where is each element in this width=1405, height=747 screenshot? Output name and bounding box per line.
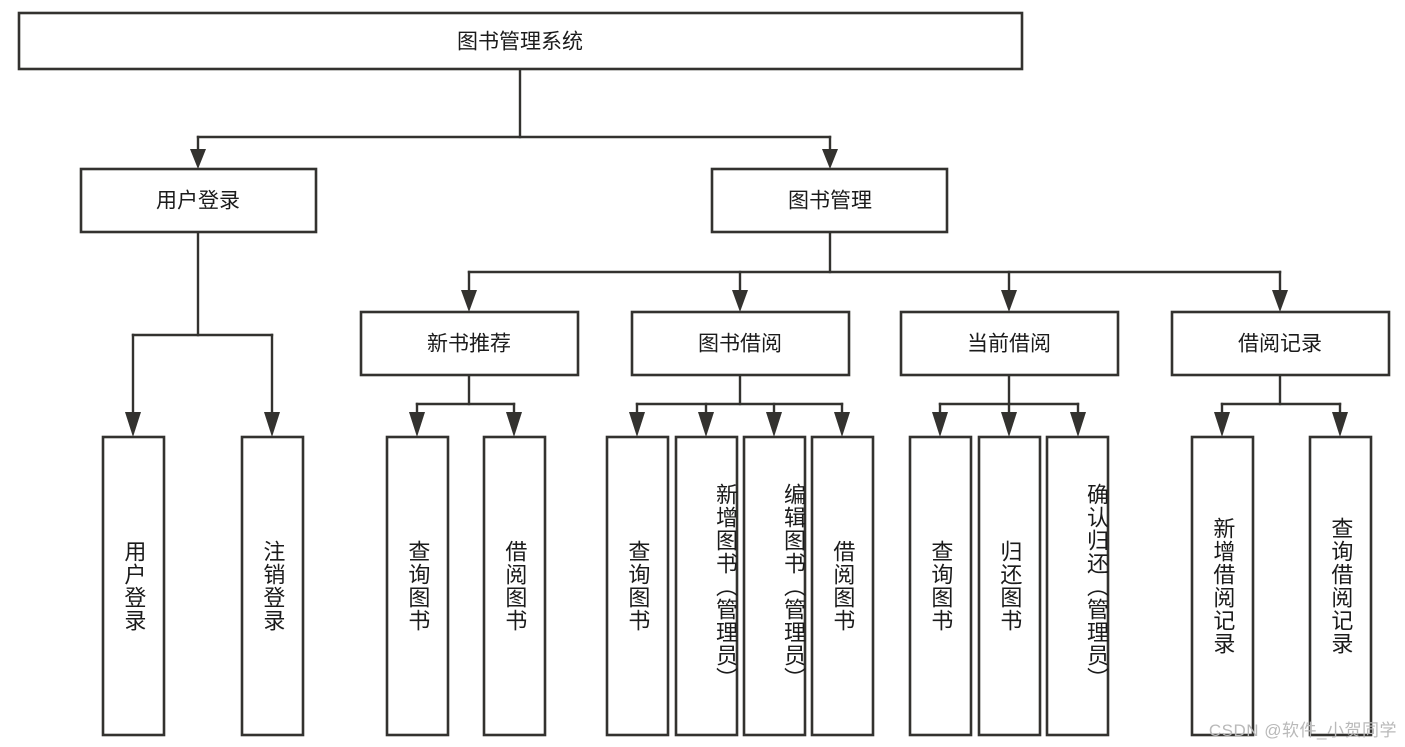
arrowhead-currentborrow-leaf2 [1001,412,1017,437]
node-root-label: 图书管理系统 [457,31,583,54]
node-borrow-record-label: 借阅记录 [1238,333,1322,356]
node-current-borrow-label: 当前借阅 [967,333,1051,356]
node-root-book-management-system[interactable] [17,11,1024,71]
leaf-box-borrow-book[interactable] [810,435,875,737]
arrowhead-bookborrow-leaf3 [766,412,782,437]
node-new-book-recommend[interactable] [359,310,580,377]
arrowhead-currentborrow-leaf1 [932,412,948,437]
node-new-book-recommend-label: 新书推荐 [427,333,511,356]
node-book-borrow[interactable] [630,310,851,377]
arrowhead-leaf-logout [264,412,280,437]
node-book-borrow-label: 图书借阅 [698,333,782,356]
leaf-box-query-book-current[interactable] [908,435,973,737]
leaf-box-query-book-borrow[interactable] [605,435,670,737]
node-current-borrow[interactable] [899,310,1120,377]
arrowhead-bookborrow-leaf2 [698,412,714,437]
arrowhead-currentborrow-leaf3 [1070,412,1086,437]
leaf-box-query-borrow-record[interactable] [1308,435,1373,737]
leaf-box-add-book-admin[interactable] [674,435,739,737]
nodes-group: 图书管理系统 用户登录 图书管理 新书推荐 图书借阅 当前借阅 借阅记录 [17,11,1391,737]
node-user-login-label: 用户登录 [156,190,240,213]
leaf-box-return-book[interactable] [977,435,1042,737]
node-book-management[interactable] [710,167,949,234]
arrowhead-bookborrow [732,290,748,312]
leaf-box-logout[interactable] [240,435,305,737]
arrowhead-user-login [190,149,206,169]
arrowhead-borrowrecord-leaf2 [1332,412,1348,437]
arrowhead-newbook [461,290,477,312]
leaf-box-add-borrow-record[interactable] [1190,435,1255,737]
arrowhead-bookborrow-leaf1 [629,412,645,437]
arrowhead-book-manage [822,149,838,169]
csdn-watermark: CSDN @软件_小贺同学 [1208,721,1397,740]
arrowhead-leaf-user-login [125,412,141,437]
connectors-group [125,67,1348,437]
leaf-box-query-book-newrec[interactable] [385,435,450,737]
leaf-box-user-login[interactable] [101,435,166,737]
leaf-box-confirm-return-admin[interactable] [1045,435,1110,737]
arrowhead-currentborrow [1001,290,1017,312]
leaf-box-borrow-book-newrec[interactable] [482,435,547,737]
arrowhead-borrowrecord-leaf1 [1214,412,1230,437]
node-book-management-label: 图书管理 [788,190,872,213]
leaf-box-edit-book-admin[interactable] [742,435,807,737]
arrowhead-newbook-leaf1 [409,412,425,437]
node-user-login[interactable] [79,167,318,234]
arrowhead-bookborrow-leaf4 [834,412,850,437]
arrowhead-newbook-leaf2 [506,412,522,437]
arrowhead-borrowrecord [1272,290,1288,312]
node-borrow-record[interactable] [1170,310,1391,377]
